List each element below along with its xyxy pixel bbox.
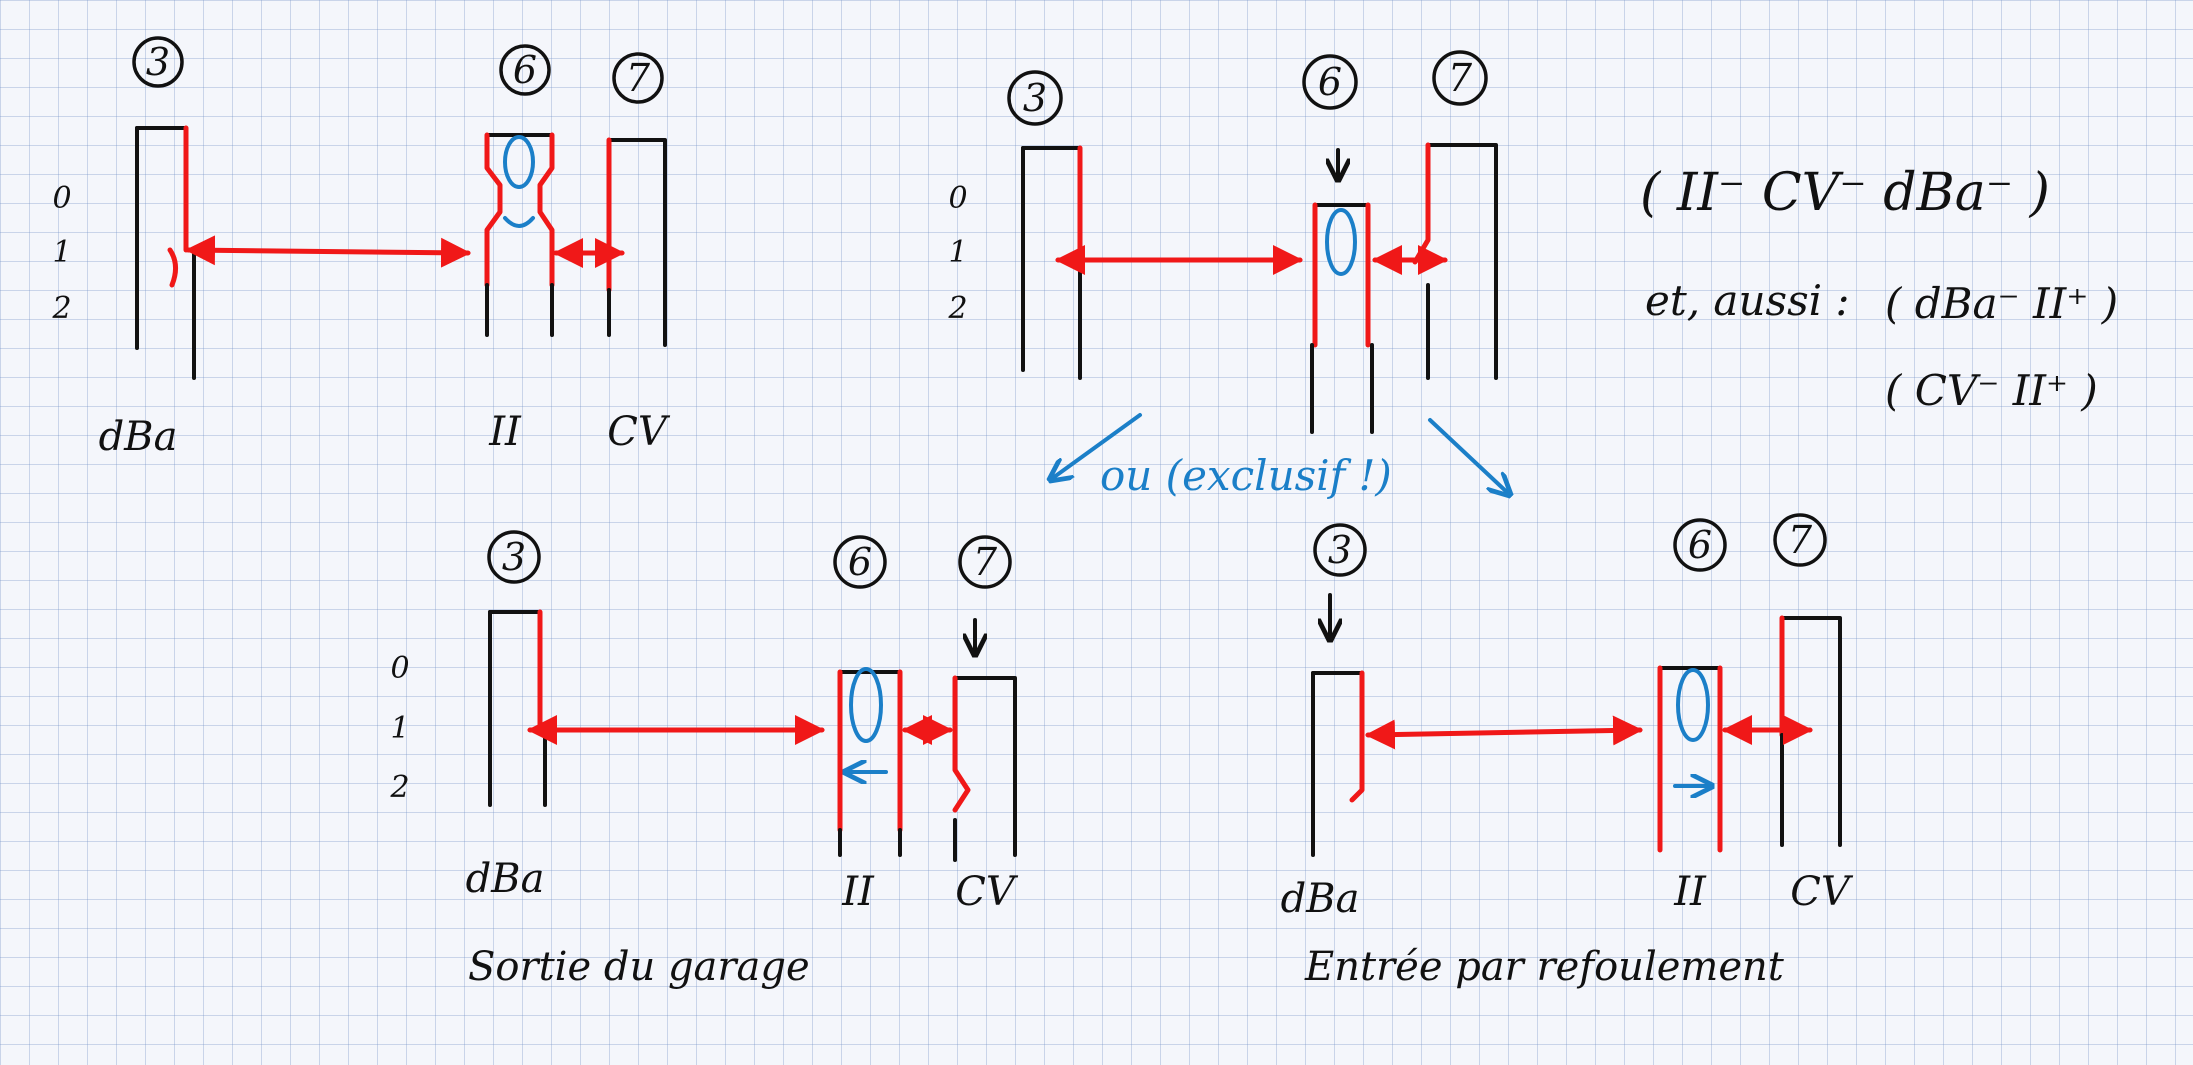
station-circle-7 [958, 535, 1012, 589]
flow-arrow-dba-ii [1365, 715, 1643, 750]
level-2: 2 [51, 291, 71, 326]
flow-arrow-dba-ii [185, 235, 471, 268]
station-label-6: 6 [513, 48, 537, 92]
station-label-3: 3 [1328, 528, 1352, 572]
panel-bottom-left: 3 6 7 0 1 2 dBa [389, 530, 1019, 990]
level-1: 1 [390, 711, 409, 746]
exclusive-or-note: ou (exclusif !) [1050, 413, 1510, 500]
notes: ( II⁻ CV⁻ dBa⁻ ) et, aussi : ( dBa⁻ II⁺ … [1640, 163, 2118, 415]
station-label-3: 3 [1023, 76, 1047, 120]
column-3 [1021, 145, 1083, 380]
station-label-7: 7 [1448, 56, 1473, 100]
station-circle-6 [1302, 54, 1358, 110]
column-cv [606, 137, 667, 347]
level-2: 2 [389, 770, 409, 805]
level-0: 0 [390, 651, 409, 686]
station-label-3: 3 [146, 40, 170, 84]
column-dba [1311, 593, 1365, 857]
caption: Sortie du garage [468, 944, 810, 990]
track-label-ii: II [1673, 869, 1707, 915]
level-1: 1 [52, 235, 71, 270]
station-circle-3 [1313, 523, 1367, 577]
level-0: 0 [948, 181, 967, 216]
station-circle-7 [1773, 513, 1827, 567]
track-label-cv: CV [1790, 869, 1854, 915]
track-label-dba: dBa [99, 414, 178, 460]
station-label-7: 7 [973, 540, 998, 584]
level-1: 1 [948, 235, 967, 270]
column-ii [837, 667, 903, 857]
column-cv [952, 618, 1017, 862]
also-prefix: et, aussi : [1645, 276, 1850, 325]
track-label-dba: dBa [466, 856, 545, 902]
track-label-ii: II [488, 409, 522, 455]
station-circle-3 [132, 36, 184, 88]
formula-also-2: ( CV⁻ II⁺ ) [1885, 366, 2098, 415]
station-circle-3 [1007, 70, 1063, 126]
track-label-ii: II [841, 869, 875, 915]
panel-top-left: 3 6 7 0 1 2 [51, 36, 671, 460]
station-label-3: 3 [502, 535, 526, 579]
panel-top-right: 3 6 7 0 1 2 [947, 50, 1498, 434]
station-label-6: 6 [1318, 60, 1342, 104]
column-6 [1310, 148, 1374, 434]
track-label-cv: CV [607, 409, 671, 455]
station-label-6: 6 [1688, 523, 1712, 567]
station-circle-7 [1432, 50, 1488, 106]
formula-also-1: ( dBa⁻ II⁺ ) [1885, 279, 2118, 328]
panel-bottom-right: 3 6 7 dBa II CV Entrée par refoulement [1281, 513, 1854, 990]
station-circle-6 [1673, 518, 1727, 572]
station-circle-6 [833, 535, 887, 589]
column-ii [1657, 665, 1723, 853]
level-0: 0 [52, 181, 71, 216]
track-label-dba: dBa [1281, 876, 1360, 922]
arrow-to-left-option [1050, 413, 1142, 480]
column-ii [484, 132, 555, 337]
track-label-cv: CV [955, 869, 1019, 915]
station-label-6: 6 [848, 540, 872, 584]
station-circle-7 [612, 52, 664, 104]
station-label-7: 7 [626, 56, 651, 100]
station-label-7: 7 [1788, 518, 1813, 562]
arrow-to-right-option [1428, 418, 1510, 495]
level-2: 2 [947, 291, 967, 326]
caption: Entrée par refoulement [1304, 944, 1785, 990]
station-circle-3 [487, 530, 541, 584]
formula-main: ( II⁻ CV⁻ dBa⁻ ) [1640, 163, 2050, 223]
station-circle-6 [499, 44, 551, 96]
exclusive-or-label: ou (exclusif !) [1100, 451, 1392, 500]
column-dba [488, 609, 547, 807]
column-dba [135, 125, 196, 380]
